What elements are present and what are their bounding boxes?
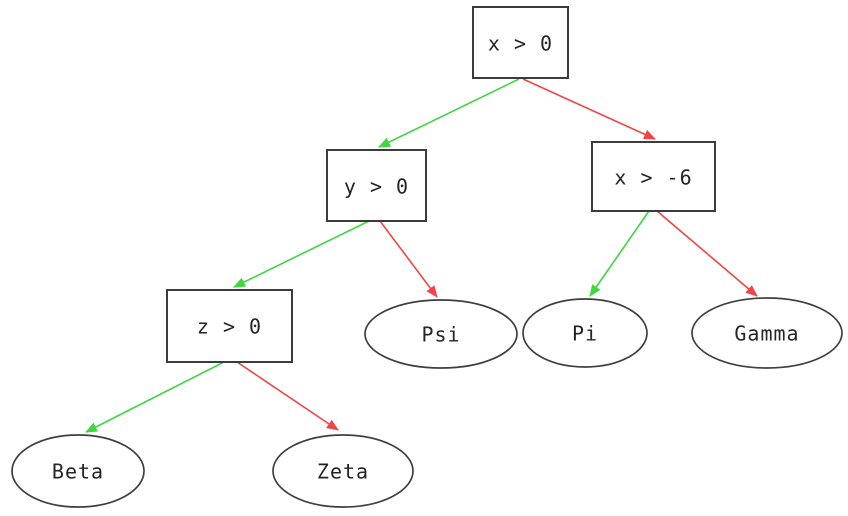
decision-node-xn6-box <box>591 141 716 212</box>
decision-node-y0-box <box>326 149 427 222</box>
leaf-node-gamma-ellipse <box>691 297 843 369</box>
edge-xn6-to-gamma-false <box>656 210 758 297</box>
decision-node-root: x > 0 <box>472 6 569 79</box>
edge-z0-to-zeta-false <box>236 361 339 431</box>
leaf-node-zeta: Zeta <box>272 434 414 508</box>
leaf-node-zeta-label: Zeta <box>317 460 369 484</box>
decision-node-z0-box <box>166 289 293 363</box>
edge-y0-to-psi-false <box>379 220 438 298</box>
decision-node-z0: z > 0 <box>166 289 293 363</box>
edge-y0-to-z0-true <box>233 220 370 288</box>
edge-root-to-y0-true <box>378 78 520 148</box>
decision-node-y0: y > 0 <box>326 149 427 222</box>
leaf-node-psi: Psi <box>364 299 518 369</box>
leaf-node-pi: Pi <box>522 298 648 368</box>
leaf-node-psi-label: Psi <box>421 323 460 347</box>
leaf-node-beta-ellipse <box>11 434 145 508</box>
edge-xn6-to-pi-true <box>589 210 650 297</box>
leaf-node-beta-label: Beta <box>52 460 104 484</box>
decision-node-xn6-label: x > -6 <box>614 166 692 190</box>
edge-root-to-xn6-false <box>522 78 656 140</box>
decision-node-z0-label: z > 0 <box>197 315 262 339</box>
leaf-node-beta: Beta <box>11 434 145 508</box>
leaf-node-zeta-ellipse <box>272 434 414 508</box>
leaf-node-psi-ellipse <box>364 299 518 369</box>
decision-node-root-label: x > 0 <box>488 32 553 56</box>
leaf-node-pi-label: Pi <box>572 322 598 346</box>
leaf-node-gamma-label: Gamma <box>734 322 799 346</box>
decision-node-y0-label: y > 0 <box>344 175 409 199</box>
leaf-node-gamma: Gamma <box>691 297 843 369</box>
decision-node-xn6: x > -6 <box>591 141 716 212</box>
edge-z0-to-beta-true <box>85 361 225 433</box>
leaf-node-pi-ellipse <box>522 298 648 368</box>
decision-node-root-box <box>472 6 569 79</box>
